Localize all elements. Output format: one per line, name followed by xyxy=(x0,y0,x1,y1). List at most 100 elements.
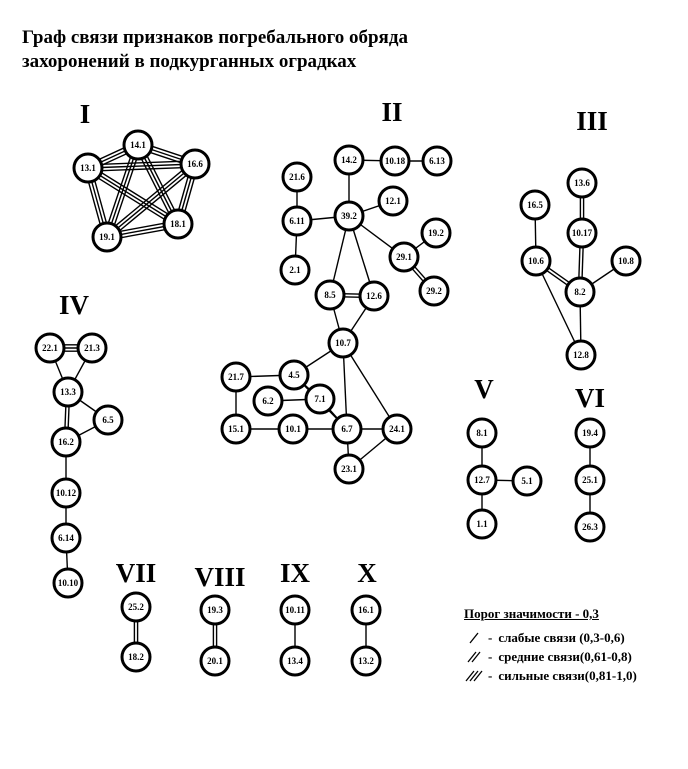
legend-title: Порог значимости - 0,3 xyxy=(464,606,599,621)
node-circle xyxy=(331,413,363,445)
node-circle xyxy=(199,645,231,677)
node-circle xyxy=(120,641,152,673)
node-label: 19.1 xyxy=(99,232,115,242)
triple-line-icon xyxy=(465,670,483,681)
node-10-7: 10.7 xyxy=(327,327,359,359)
node-23-1: 23.1 xyxy=(333,453,365,485)
legend: Порог значимости - 0,3 - слабые связи (0… xyxy=(464,606,684,685)
edge-line xyxy=(535,260,582,356)
node-circle xyxy=(314,279,346,311)
edge-16.6-13.1 xyxy=(87,160,196,172)
diagram-title: Граф связи признаков погребального обряд… xyxy=(22,26,662,74)
node-circle xyxy=(350,645,382,677)
group-label-vii: VII xyxy=(116,558,157,588)
node-label: 22.1 xyxy=(42,343,58,353)
group-label-x: X xyxy=(357,558,377,588)
legend-dash: - xyxy=(488,667,493,683)
node-label: 10.7 xyxy=(335,338,351,348)
node-label: 16.1 xyxy=(358,605,374,615)
node-circle xyxy=(333,453,365,485)
node-circle xyxy=(519,189,551,221)
node-13-6: 13.6 xyxy=(566,167,598,199)
node-circle xyxy=(379,145,411,177)
node-13-3: 13.3 xyxy=(52,376,84,408)
group-label-vi: VI xyxy=(575,383,605,413)
edge-line xyxy=(87,167,179,225)
node-circle xyxy=(122,129,154,161)
node-circle xyxy=(377,185,409,217)
node-18-2: 18.2 xyxy=(120,641,152,673)
node-label: 24.1 xyxy=(389,424,405,434)
node-label: 12.8 xyxy=(573,350,589,360)
node-circle xyxy=(179,148,211,180)
node-circle xyxy=(279,254,311,286)
node-5-1: 5.1 xyxy=(511,465,543,497)
node-8-5: 8.5 xyxy=(314,279,346,311)
node-10-12: 10.12 xyxy=(50,477,82,509)
node-circle xyxy=(358,280,390,312)
node-10-8: 10.8 xyxy=(610,245,642,277)
edge-10.6-12.8 xyxy=(535,260,582,356)
node-circle xyxy=(566,217,598,249)
node-10-10: 10.10 xyxy=(52,567,84,599)
node-15-1: 15.1 xyxy=(220,413,252,445)
node-16-6: 16.6 xyxy=(179,148,211,180)
node-circle xyxy=(50,477,82,509)
node-label: 12.6 xyxy=(366,291,382,301)
node-label: 12.1 xyxy=(385,196,401,206)
node-circle xyxy=(420,217,452,249)
edge-10.7-24.1 xyxy=(342,342,398,430)
node-label: 1.1 xyxy=(476,519,488,529)
node-21-6: 21.6 xyxy=(281,161,313,193)
node-13-2: 13.2 xyxy=(350,645,382,677)
node-circle xyxy=(120,591,152,623)
node-label: 19.4 xyxy=(582,428,598,438)
node-8-1: 8.1 xyxy=(466,417,498,449)
node-label: 13.2 xyxy=(358,656,374,666)
node-circle xyxy=(76,332,108,364)
node-label: 6.11 xyxy=(289,216,305,226)
node-label: 26.3 xyxy=(582,522,598,532)
group-label-v: V xyxy=(474,374,494,404)
node-label: 16.5 xyxy=(527,200,543,210)
node-label: 7.1 xyxy=(314,394,326,404)
node-label: 6.7 xyxy=(341,424,353,434)
node-label: 10.18 xyxy=(385,156,406,166)
node-19-4: 19.4 xyxy=(574,417,606,449)
node-label: 6.5 xyxy=(102,415,114,425)
node-circle xyxy=(34,332,66,364)
node-label: 13.1 xyxy=(80,163,96,173)
node-circle xyxy=(466,508,498,540)
node-label: 39.2 xyxy=(341,211,357,221)
group-label-ix: IX xyxy=(280,558,311,588)
node-circle xyxy=(281,205,313,237)
edge-line xyxy=(89,164,181,222)
node-13-1: 13.1 xyxy=(72,152,104,184)
edge-18.1-13.1 xyxy=(85,164,181,228)
node-label: 10.1 xyxy=(285,424,301,434)
node-label: 10.12 xyxy=(56,488,77,498)
node-circle xyxy=(162,208,194,240)
group-label-iii: III xyxy=(576,106,608,136)
node-12-8: 12.8 xyxy=(565,339,597,371)
node-26-3: 26.3 xyxy=(574,511,606,543)
node-circle xyxy=(304,383,336,415)
node-circle xyxy=(279,594,311,626)
node-10-17: 10.17 xyxy=(566,217,598,249)
node-16-5: 16.5 xyxy=(519,189,551,221)
node-20-1: 20.1 xyxy=(199,645,231,677)
node-label: 21.7 xyxy=(228,372,244,382)
node-circle xyxy=(418,275,450,307)
node-label: 12.7 xyxy=(474,475,490,485)
node-6-13: 6.13 xyxy=(421,145,453,177)
node-label: 6.2 xyxy=(262,396,274,406)
node-circle xyxy=(520,245,552,277)
node-circle xyxy=(91,221,123,253)
node-circle xyxy=(466,464,498,496)
node-circle xyxy=(52,567,84,599)
group-label-viii: VIII xyxy=(194,562,245,592)
node-circle xyxy=(199,594,231,626)
title-line-2: захоронений в подкурганных оградках xyxy=(22,51,357,72)
title-line-1: Граф связи признаков погребального обряд… xyxy=(22,27,408,48)
